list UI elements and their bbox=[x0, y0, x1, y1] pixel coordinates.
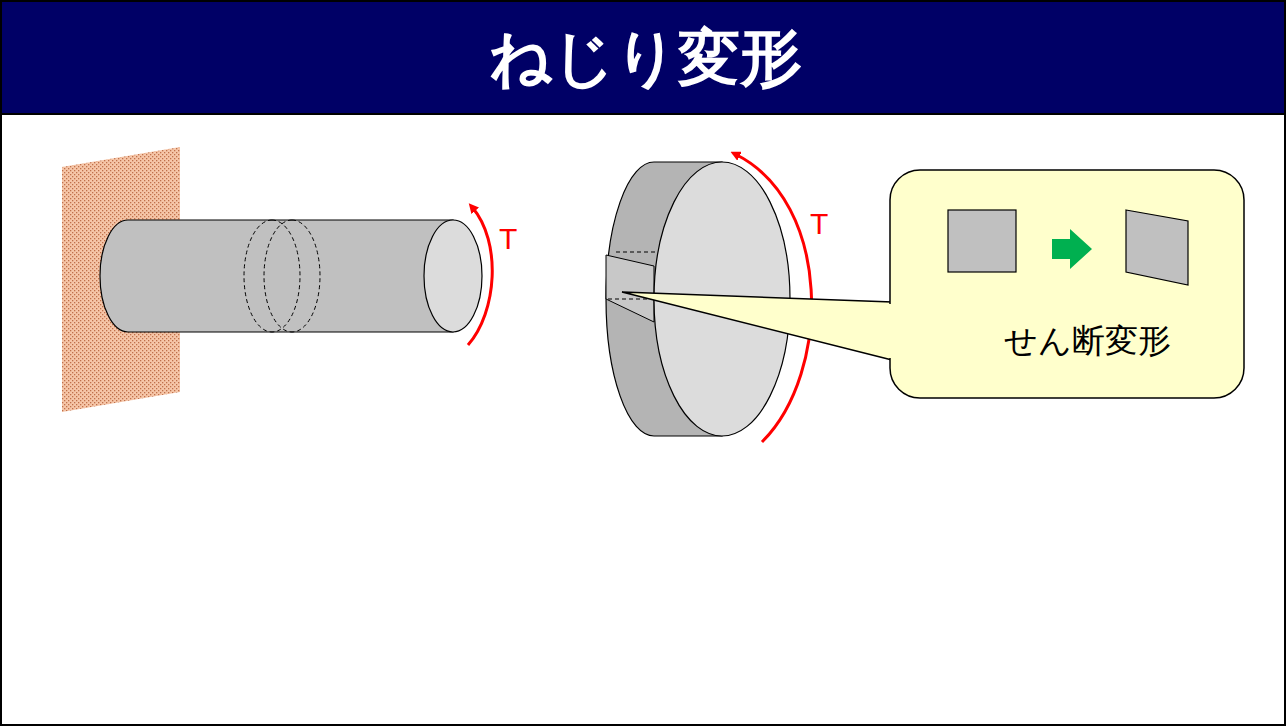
callout-text: せん断変形 bbox=[1004, 319, 1171, 364]
torque-label: T bbox=[810, 207, 828, 241]
callout-box: せん断変形 bbox=[889, 169, 1245, 399]
callout-outline bbox=[889, 169, 1245, 399]
callout-tail bbox=[622, 292, 892, 360]
title: ねじり変形 bbox=[489, 16, 802, 100]
torque-arrow bbox=[468, 207, 492, 345]
torque-label: T bbox=[499, 222, 517, 256]
shaft bbox=[100, 220, 482, 332]
